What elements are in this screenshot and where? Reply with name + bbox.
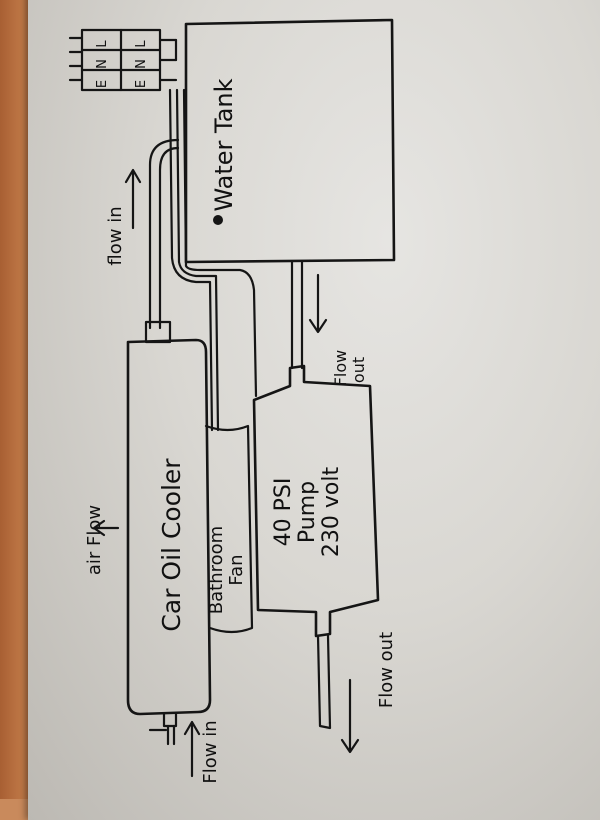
flow-out-label: out [349, 357, 368, 383]
terminal-label: L [134, 40, 149, 48]
air-flow-arrow: air Flow [84, 505, 120, 575]
pump-label: 40 PSI [271, 478, 296, 547]
flow-in-label: Flow in [200, 720, 221, 783]
pump-label: Pump [295, 481, 320, 543]
flow-in-arrow-top: flow in [105, 168, 142, 266]
cooler-inlet-pipe [148, 138, 180, 330]
wiring-diagram: L N E L N E Water Tank Flow out flow in [68, 18, 397, 784]
oil-cooler-label: Car Oil Cooler [157, 458, 186, 632]
bathroom-fan: Bathroom Fan [204, 424, 254, 634]
pump-outlet-pipe [316, 634, 332, 730]
flow-out-label: Flow [331, 350, 350, 387]
tank-outlet-pipe [290, 260, 304, 370]
flow-out-label: Flow out [376, 632, 397, 708]
water-tank-label: Water Tank [210, 78, 238, 211]
flow-in-arrow-bottom: Flow in [148, 720, 221, 784]
terminal-label: E [95, 80, 110, 88]
flow-out-arrow-tank: Flow out [308, 273, 368, 387]
ink-blot [213, 215, 223, 225]
pump: 40 PSI Pump 230 volt [252, 364, 380, 638]
terminal-label: N [134, 59, 149, 69]
paper-sheet [28, 0, 600, 820]
air-flow-label: air Flow [84, 505, 105, 575]
water-tank: Water Tank [184, 18, 396, 264]
flow-in-label: flow in [105, 206, 126, 265]
terminal-label: E [134, 80, 149, 88]
terminal-label: L [95, 40, 110, 48]
terminal-label: N [95, 59, 110, 69]
terminal-block: L N E L N E [68, 28, 178, 92]
power-wires [168, 38, 258, 432]
flow-out-arrow-bottom: Flow out [340, 632, 397, 754]
bathroom-fan-label: Bathroom [206, 526, 227, 614]
bathroom-fan-label: Fan [226, 554, 247, 585]
pump-label: 230 volt [319, 467, 344, 558]
car-oil-cooler: Car Oil Cooler [126, 320, 212, 746]
